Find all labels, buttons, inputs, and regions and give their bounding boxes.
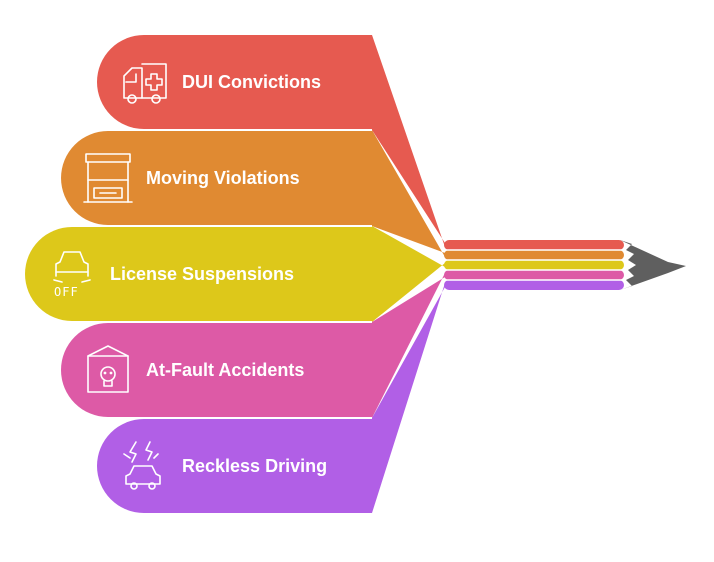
- stripe-dividers: [444, 249, 624, 281]
- item-label-reckless-driving: Reckless Driving: [182, 456, 327, 476]
- item-label-at-fault-accidents: At-Fault Accidents: [146, 360, 304, 380]
- pencil-stripe-reckless: [444, 280, 624, 290]
- funnel-wedge-reckless: [372, 283, 445, 513]
- item-label-moving-violations: Moving Violations: [146, 168, 300, 188]
- toll-booth-icon: [83, 153, 133, 203]
- funnel-wedge-dui: [372, 35, 445, 247]
- pencil-stripe-dui: [444, 240, 624, 250]
- pill-reckless-driving: [97, 419, 372, 513]
- pill-license-suspensions: [25, 227, 372, 321]
- pencil-tip: [620, 240, 686, 290]
- funnel-wedge-moving: [372, 130, 445, 257]
- pencil-stripe-accidents: [444, 270, 624, 280]
- ambulance-icon: [123, 63, 167, 104]
- pencil-stripe-moving: [444, 250, 624, 260]
- car-off-icon: OFF: [53, 251, 91, 299]
- funnel-wedge-accidents: [372, 273, 445, 418]
- item-label-license-suspensions: License Suspensions: [110, 264, 294, 284]
- funnel-wedge-license: [372, 226, 445, 322]
- car-crash-icon: [123, 441, 161, 490]
- car-off-icon-text: OFF: [54, 285, 79, 299]
- pill-at-fault-accidents: [61, 323, 372, 417]
- hazard-box-icon: [87, 345, 129, 393]
- pill-dui-convictions: [97, 35, 372, 129]
- pencil-stripe-license: [444, 260, 624, 270]
- item-label-dui-convictions: DUI Convictions: [182, 72, 321, 92]
- pill-moving-violations: [61, 131, 372, 225]
